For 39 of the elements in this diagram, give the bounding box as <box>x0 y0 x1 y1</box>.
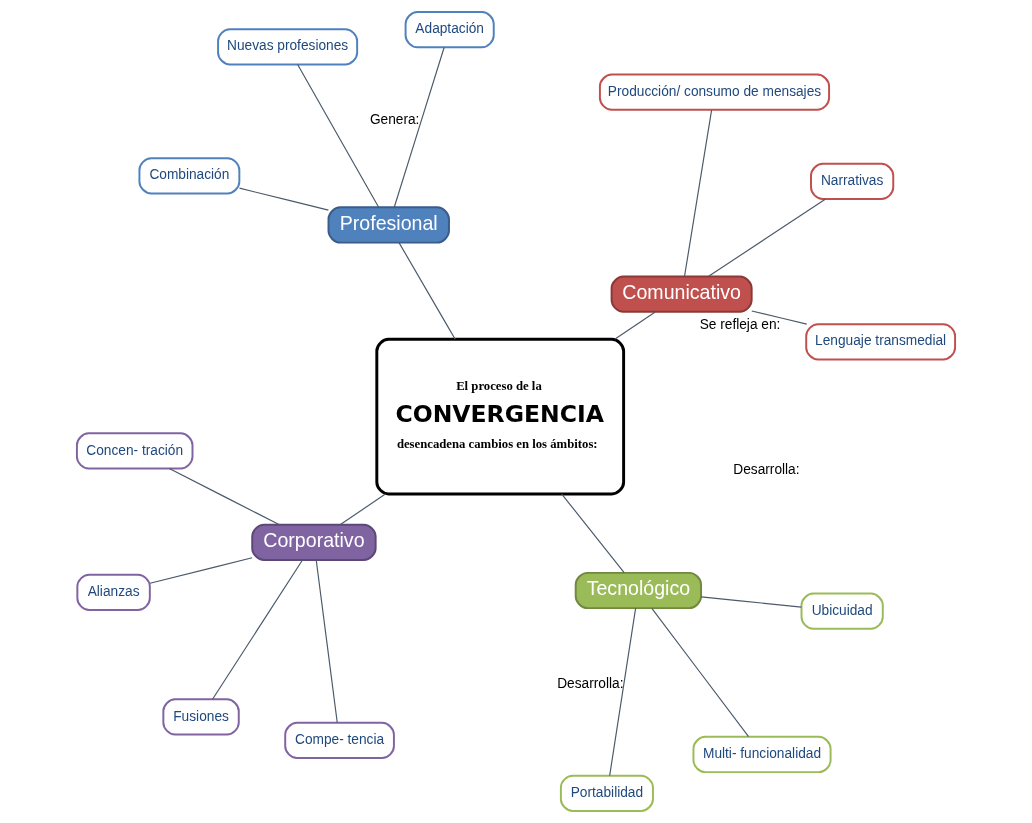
node-box: Comunicativo <box>610 275 753 313</box>
connector <box>708 198 826 277</box>
connector <box>297 63 380 208</box>
connector <box>700 596 802 608</box>
edge-label: Genera: <box>369 111 420 127</box>
connector <box>651 607 750 738</box>
node-box: Compe- tencia <box>284 721 395 760</box>
connector <box>211 559 304 700</box>
node-box: Lenguaje transmedial <box>805 323 957 361</box>
connector <box>315 559 338 724</box>
connector <box>614 311 656 340</box>
connector <box>168 468 280 526</box>
edge-label: Se refleja en: <box>699 316 781 332</box>
node-box: Producción/ consumo de mensajes <box>598 73 831 111</box>
connector <box>683 109 713 277</box>
connector <box>238 187 329 211</box>
connector <box>398 242 456 340</box>
node-box: Tecnológico <box>574 571 703 610</box>
node-box: Nuevas profesiones <box>217 28 359 66</box>
connector <box>393 46 445 208</box>
connector <box>149 557 253 584</box>
node-box: Narrativas <box>810 162 895 200</box>
node-box: El proceso de la CONVERGENCIA desencadena cambios en los ámbitos: <box>375 337 626 496</box>
node-box: Profesional <box>327 206 450 244</box>
edge-label: Desarrolla: <box>557 676 624 692</box>
connector <box>751 310 808 325</box>
node-box: Alianzas <box>76 573 151 611</box>
label: Desarrolla: <box>733 461 800 477</box>
connector <box>609 607 637 777</box>
node-box: Adaptación <box>404 11 495 49</box>
node-box: Portabilidad <box>559 774 654 812</box>
node-box: Multi- funcionalidad <box>692 735 832 774</box>
node-box: Corporativo <box>251 523 377 561</box>
node-box: Concen- tración <box>75 432 194 470</box>
node-box: Ubicuidad <box>800 592 884 630</box>
connector <box>339 493 386 526</box>
node-box: Combinación <box>138 157 241 195</box>
connector <box>561 493 625 574</box>
node-box: Fusiones <box>162 698 240 736</box>
